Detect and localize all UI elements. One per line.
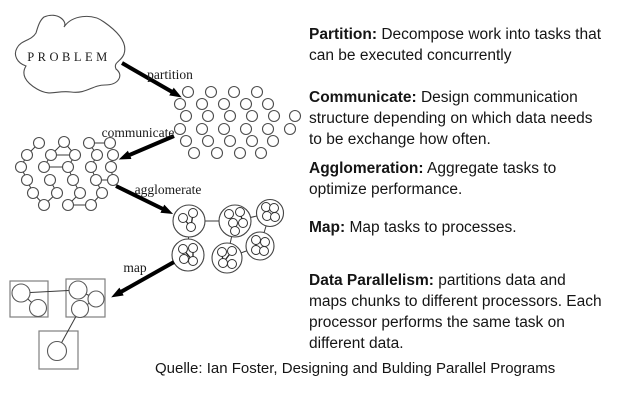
term-data-parallelism: Data Parallelism: bbox=[309, 272, 434, 289]
map-arrow: map bbox=[111, 260, 175, 298]
partition-arrow: partition bbox=[121, 61, 193, 98]
term-partition: Partition: bbox=[309, 26, 378, 43]
problem-label: PROBLEM bbox=[27, 50, 111, 64]
partition-arrow-label: partition bbox=[147, 67, 193, 82]
definitions-column: Partition: Decompose work into tasks tha… bbox=[309, 24, 615, 354]
processor-box-2 bbox=[65, 278, 106, 318]
mapped-task-nodes bbox=[11, 280, 105, 362]
term-agglomeration: Agglomeration: bbox=[309, 160, 424, 177]
communicate-arrow: communicate bbox=[102, 125, 175, 160]
definition-map: Map: Map tasks to processes. bbox=[309, 219, 517, 236]
definition-partition: Partition: Decompose work into tasks tha… bbox=[309, 26, 602, 64]
partitioned-task-grid bbox=[173, 85, 302, 160]
agglomerated-task-groups bbox=[171, 198, 285, 274]
group-inner-tasks bbox=[178, 202, 280, 269]
communicate-arrow-label: communicate bbox=[102, 125, 175, 140]
network-nodes bbox=[14, 135, 120, 212]
foster-methodology-diagram: PROBLEM partition communicate bbox=[9, 14, 302, 370]
problem-blob: PROBLEM bbox=[14, 14, 126, 94]
processor-box-3 bbox=[38, 330, 79, 370]
definition-communicate: Communicate: Design communication struct… bbox=[309, 89, 593, 148]
definition-data-parallelism: Data Parallelism: partitions data and ma… bbox=[309, 272, 602, 352]
communication-network bbox=[14, 135, 120, 212]
agglomerate-arrow: agglomerate bbox=[115, 182, 202, 214]
processor-box-1 bbox=[9, 280, 49, 318]
definition-agglomeration: Agglomeration: Aggregate tasks to optimi… bbox=[309, 160, 557, 198]
source-caption: Quelle: Ian Foster, Designing and Buldin… bbox=[155, 360, 556, 377]
term-map: Map: bbox=[309, 219, 346, 236]
agglomerate-arrow-label: agglomerate bbox=[135, 182, 202, 197]
term-communicate: Communicate: bbox=[309, 89, 417, 106]
map-arrow-label: map bbox=[123, 260, 146, 275]
mapped-processors bbox=[9, 278, 106, 370]
